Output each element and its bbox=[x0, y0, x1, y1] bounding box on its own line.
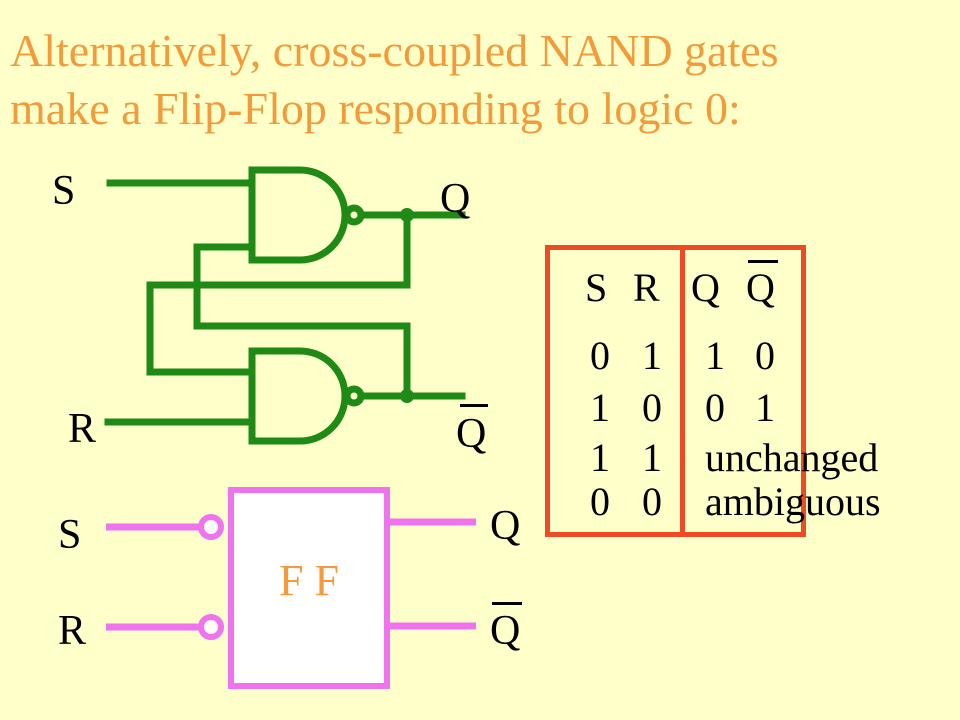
qbar-overline bbox=[460, 404, 488, 407]
row4-s: 0 bbox=[590, 479, 610, 524]
row1-r: 1 bbox=[642, 333, 662, 378]
row1-s: 0 bbox=[590, 333, 610, 378]
row2-s: 1 bbox=[590, 385, 610, 430]
qbar-output-label: Q bbox=[456, 411, 487, 457]
nand-bubble-lower bbox=[343, 385, 365, 407]
nand-bubble-upper bbox=[343, 204, 365, 226]
feedback-q-wire bbox=[146, 211, 411, 376]
s-input-label: S bbox=[52, 168, 76, 214]
ff-qbar-overline bbox=[492, 602, 522, 605]
row3-r: 1 bbox=[642, 435, 662, 480]
feedback-qbar-wire bbox=[193, 243, 411, 400]
row4-result: ambiguous bbox=[705, 479, 881, 524]
truth-table-divider bbox=[680, 250, 685, 532]
nand-gate-lower bbox=[248, 347, 349, 445]
header-r: R bbox=[633, 265, 660, 310]
row1-result: 1 0 bbox=[705, 333, 775, 378]
row3-result: unchanged bbox=[705, 435, 879, 480]
flip-flop-label: F F bbox=[279, 556, 339, 605]
slide-title: Alternatively, cross-coupled NAND gates … bbox=[10, 22, 779, 138]
header-qbar-overline bbox=[748, 260, 778, 263]
row2-result: 0 1 bbox=[705, 385, 775, 430]
ff-s-inversion-bubble bbox=[198, 514, 224, 540]
ff-s-label: S bbox=[58, 512, 82, 558]
ff-q-label: Q bbox=[490, 503, 521, 549]
junction-dot-upper bbox=[400, 208, 414, 222]
title-line-1: Alternatively, cross-coupled NAND gates bbox=[10, 25, 779, 76]
header-s: S bbox=[585, 265, 608, 310]
header-qbar: Q bbox=[746, 265, 775, 310]
title-line-2: make a Flip-Flop responding to logic 0: bbox=[10, 83, 741, 134]
r-input-label: R bbox=[68, 406, 97, 452]
flip-flop-block: F F bbox=[228, 487, 390, 689]
header-q: Q bbox=[691, 265, 720, 310]
ff-qbar-label: Q bbox=[490, 608, 521, 654]
nand-gate-upper bbox=[248, 166, 349, 264]
ff-r-inversion-bubble bbox=[198, 614, 224, 640]
junction-dot-lower bbox=[400, 389, 414, 403]
row4-r: 0 bbox=[642, 479, 662, 524]
ff-r-label: R bbox=[58, 608, 87, 654]
truth-table: S R Q Q 0 1 1 0 1 0 0 1 1 1 unchanged 0 … bbox=[545, 245, 881, 537]
row2-r: 0 bbox=[642, 385, 662, 430]
q-output-label: Q bbox=[440, 176, 471, 222]
row3-s: 1 bbox=[590, 435, 610, 480]
